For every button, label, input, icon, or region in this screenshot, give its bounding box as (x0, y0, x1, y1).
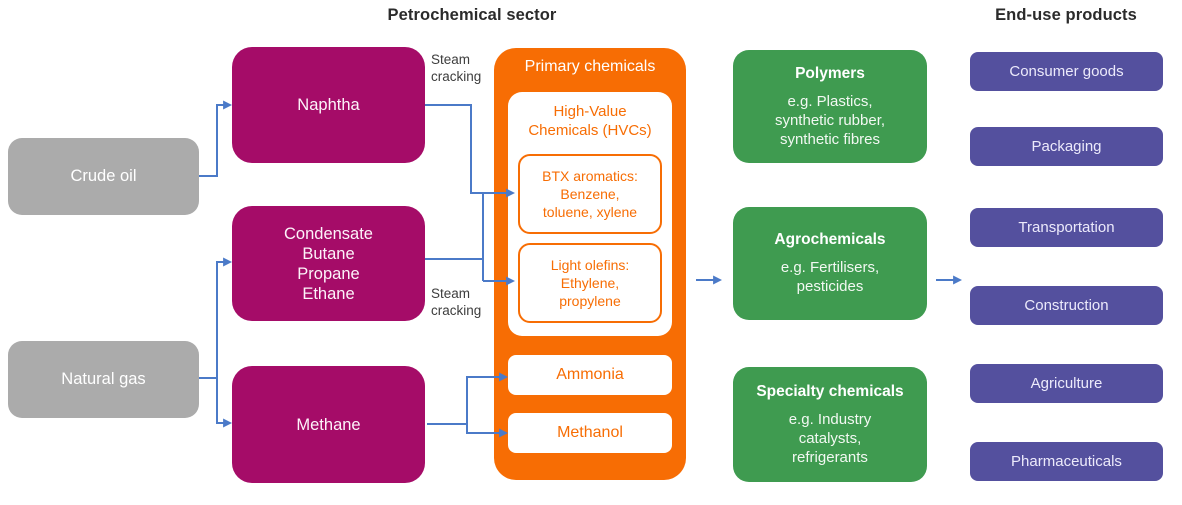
feedstock-box-crude-oil: Crude oil (8, 138, 199, 215)
steam-cracking-label-top: Steam cracking (431, 52, 482, 84)
end-use-box-transportation: Transportation (970, 208, 1163, 247)
methanol-box: Methanol (508, 413, 672, 453)
group-box-polymers: Polymers e.g. Plastics, synthetic rubber… (733, 50, 927, 163)
end-use-box-packaging: Packaging (970, 127, 1163, 166)
steam-cracking-label-bottom: Steam cracking (431, 286, 482, 318)
end-use-box-consumer-goods: Consumer goods (970, 52, 1163, 91)
arrow-natural-gas-to-condensate (216, 257, 233, 378)
group-examples-polymers: e.g. Plastics, synthetic rubber, synthet… (774, 92, 886, 148)
group-title-agrochemicals: Agrochemicals (774, 231, 886, 248)
group-box-specialty-chemicals: Specialty chemicals e.g. Industry cataly… (733, 367, 927, 482)
light-olefins-box: Light olefins: Ethylene, propylene (518, 243, 662, 323)
end-use-box-pharmaceuticals: Pharmaceuticals (970, 442, 1163, 481)
group-title-polymers: Polymers (795, 64, 865, 82)
primary-chemicals-header: Primary chemicals (524, 58, 656, 75)
end-use-box-construction: Construction (970, 286, 1163, 325)
arrow-natural-gas-to-methane (216, 378, 233, 428)
end-use-box-agriculture: Agriculture (970, 364, 1163, 403)
group-examples-agrochemicals: e.g. Fertilisers, pesticides (780, 259, 880, 295)
btx-aromatics-box: BTX aromatics: Benzene, toluene, xylene (518, 154, 662, 234)
group-title-specialty-chemicals: Specialty chemicals (756, 382, 904, 400)
group-box-agrochemicals: Agrochemicals e.g. Fertilisers, pesticid… (733, 207, 927, 320)
arrow-crude-oil-to-naphtha (199, 100, 233, 177)
hvc-title: High-Value Chemicals (HVCs) (528, 103, 652, 139)
intermediate-box-condensate-butane-propane-ethane: Condensate Butane Propane Ethane (232, 206, 425, 321)
feedstock-box-natural-gas: Natural gas (8, 341, 199, 418)
intermediate-box-methane: Methane (232, 366, 425, 483)
group-examples-specialty-chemicals: e.g. Industry catalysts, refrigerants (788, 410, 872, 466)
intermediate-box-naphtha: Naphtha (232, 47, 425, 163)
end-use-products-title: End-use products (995, 6, 1137, 24)
ammonia-box: Ammonia (508, 355, 672, 395)
petrochemical-sector-title: Petrochemical sector (387, 6, 557, 24)
